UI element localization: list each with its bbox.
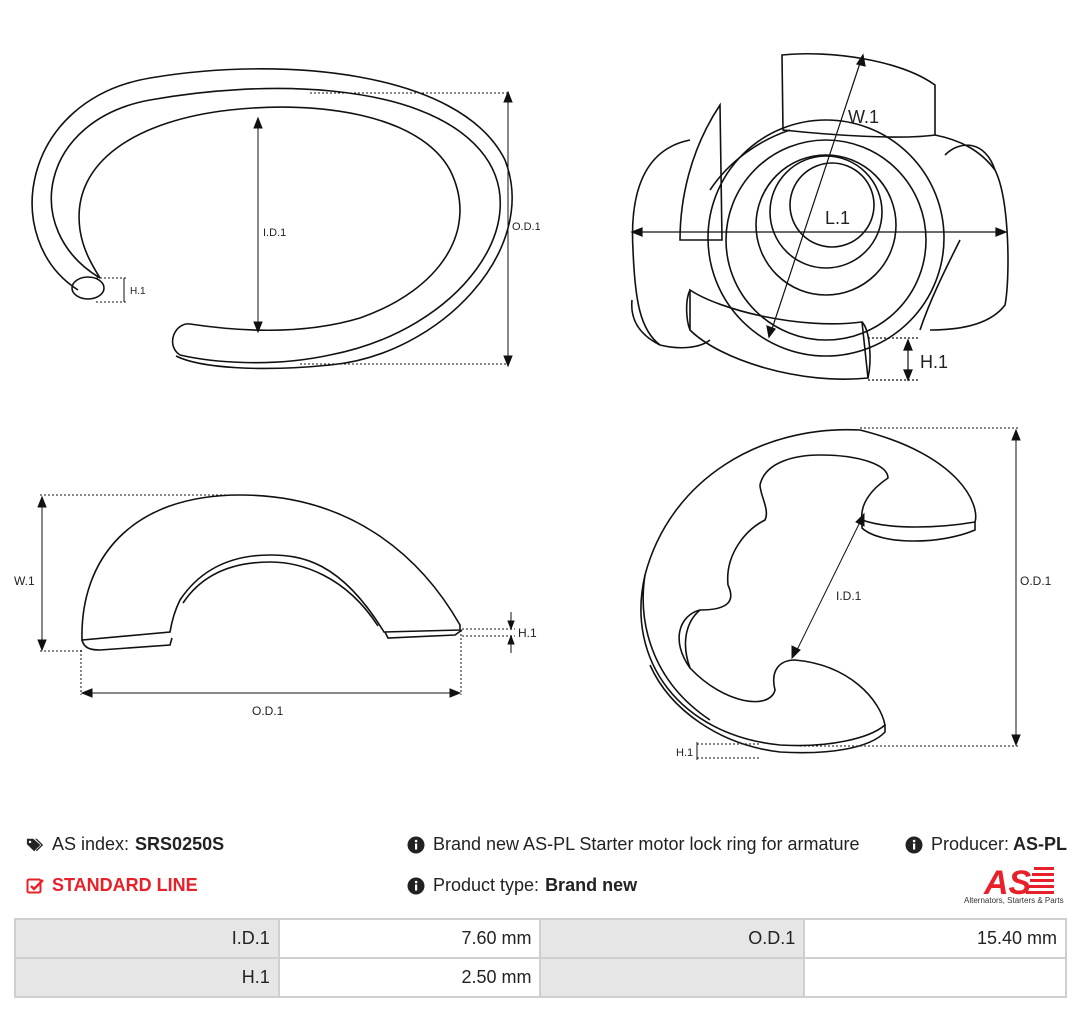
drawing-side-profile: W.1 O.D.1 H.1 bbox=[14, 494, 537, 718]
producer-value: AS-PL bbox=[1013, 834, 1068, 854]
br-label-od: O.D.1 bbox=[1020, 574, 1052, 588]
info-icon bbox=[905, 836, 923, 853]
as-index-label: AS index: bbox=[52, 834, 130, 854]
info-icon bbox=[407, 877, 425, 894]
product-type-value: Brand new bbox=[545, 875, 638, 895]
od-label-h: H.1 bbox=[130, 286, 146, 297]
drawing-open-ring: I.D.1 O.D.1 H.1 bbox=[31, 68, 540, 370]
description-text: Brand new AS-PL Starter motor lock ring … bbox=[433, 834, 860, 854]
spec-value bbox=[803, 957, 1067, 998]
drawing-e-clip: I.D.1 O.D.1 H.1 bbox=[640, 427, 1052, 760]
producer: Producer: AS-PL bbox=[905, 834, 1067, 855]
spec-label bbox=[539, 957, 806, 998]
producer-label: Producer: bbox=[931, 834, 1010, 854]
drawing-3d-ring: W.1 L.1 H.1 bbox=[630, 52, 1009, 382]
bl-label-h: H.1 bbox=[518, 626, 537, 640]
as-index: AS index: SRS0250S bbox=[26, 834, 224, 855]
od-label-od: O.D.1 bbox=[512, 221, 540, 233]
table-row: I.D.1 7.60 mm O.D.1 15.40 mm bbox=[14, 918, 1067, 959]
br-label-h: H.1 bbox=[676, 747, 693, 759]
tags-icon bbox=[26, 838, 44, 851]
product-type-label: Product type: bbox=[433, 875, 540, 895]
logo-tagline: Alternators, Starters & Parts bbox=[964, 896, 1064, 905]
spec-value: 2.50 mm bbox=[277, 957, 542, 998]
spec-label: H.1 bbox=[14, 957, 280, 998]
check-square-icon bbox=[26, 878, 44, 893]
table-row: H.1 2.50 mm bbox=[14, 957, 1067, 998]
od-label-id: I.D.1 bbox=[263, 227, 286, 239]
spec-table: I.D.1 7.60 mm O.D.1 15.40 mm H.1 2.50 mm bbox=[14, 918, 1067, 998]
spec-value: 7.60 mm bbox=[277, 918, 542, 959]
as-index-value: SRS0250S bbox=[135, 834, 225, 854]
standard-line-text: STANDARD LINE bbox=[52, 875, 198, 895]
standard-line-badge: STANDARD LINE bbox=[26, 875, 198, 896]
description: Brand new AS-PL Starter motor lock ring … bbox=[407, 834, 860, 855]
tr-label-w: W.1 bbox=[848, 107, 879, 127]
product-type: Product type: Brand new bbox=[407, 875, 637, 896]
logo-mark: AS bbox=[983, 864, 1032, 902]
spec-value: 15.40 mm bbox=[803, 918, 1067, 959]
bl-label-w: W.1 bbox=[14, 574, 35, 588]
bl-label-od: O.D.1 bbox=[252, 704, 284, 718]
info-icon bbox=[407, 836, 425, 853]
spec-label: O.D.1 bbox=[539, 918, 806, 959]
tr-label-l: L.1 bbox=[825, 208, 850, 228]
as-pl-logo: AS bbox=[983, 864, 1054, 902]
br-label-id: I.D.1 bbox=[836, 589, 862, 603]
technical-drawings: I.D.1 O.D.1 H.1 bbox=[14, 52, 1052, 760]
tr-label-h: H.1 bbox=[920, 352, 948, 372]
spec-label: I.D.1 bbox=[14, 918, 280, 959]
